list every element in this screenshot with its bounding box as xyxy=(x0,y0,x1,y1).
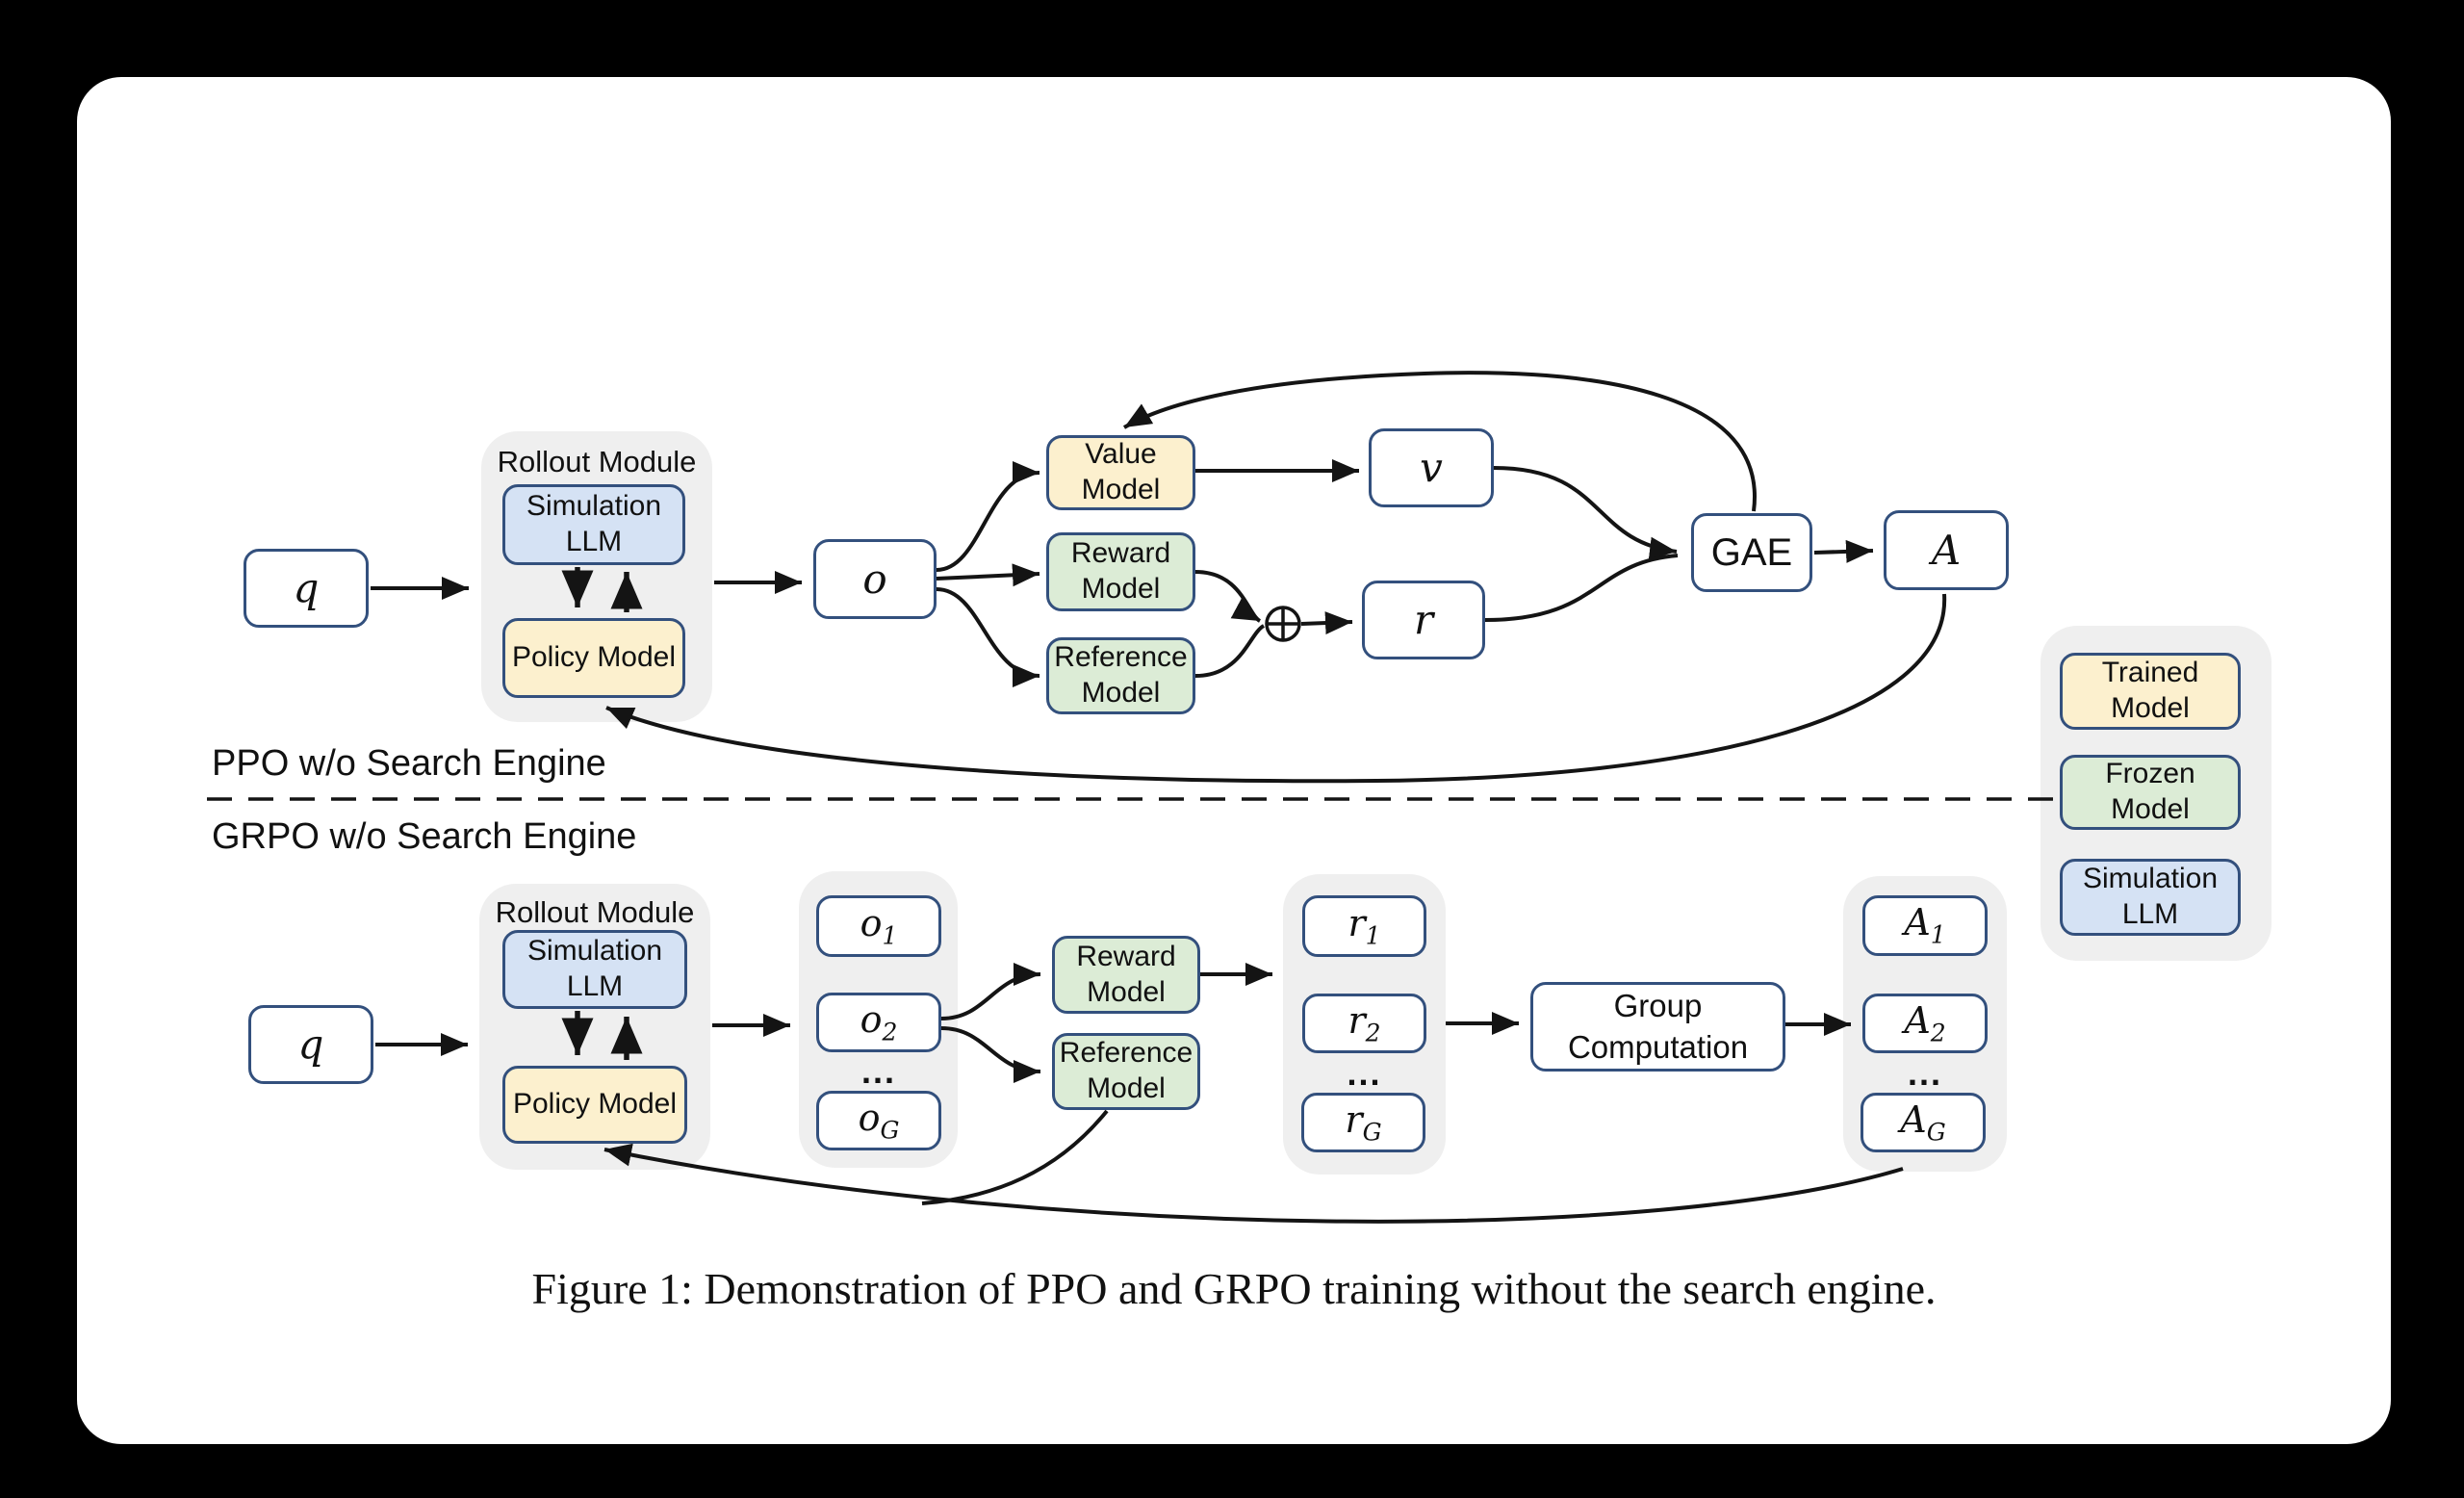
grpo-advantage-1-box: A1 xyxy=(1862,895,1988,956)
ppo-gae-label: GAE xyxy=(1710,530,1793,574)
ppo-advantage-label: A xyxy=(1931,526,1962,574)
grpo-advantage-g-label: AG xyxy=(1900,1098,1946,1147)
grpo-policy-model-box: Policy Model xyxy=(502,1066,687,1144)
grpo-rollout-module-title: Rollout Module xyxy=(495,895,695,929)
figure-caption: Figure 1: Demonstration of PPO and GRPO … xyxy=(531,1264,1937,1313)
legend-frozen-model-box: Frozen Model xyxy=(2060,755,2241,830)
grpo-reference-model-label: Reference Model xyxy=(1059,1037,1194,1104)
ppo-advantage-box: A xyxy=(1884,510,2009,590)
grpo-advantages-ellipsis: ... xyxy=(1907,1053,1942,1093)
ppo-policy-model-label: Policy Model xyxy=(511,641,677,674)
ppo-query-box: q xyxy=(244,549,369,628)
grpo-reference-model-box: Reference Model xyxy=(1052,1033,1200,1110)
grpo-reward-1-label: r1 xyxy=(1348,901,1381,950)
legend-frozen-model-label: Frozen Model xyxy=(2105,758,2195,825)
grpo-reward-model-label: Reward Model xyxy=(1076,940,1176,1008)
legend-trained-model-label: Trained Model xyxy=(2101,657,2199,724)
grpo-advantage-g-box: AG xyxy=(1861,1093,1986,1152)
grpo-simulation-llm-label: Simulation LLM xyxy=(526,935,663,1002)
ppo-policy-model-box: Policy Model xyxy=(502,618,685,698)
ppo-v-label: v xyxy=(1420,444,1443,492)
ppo-output-box: o xyxy=(813,539,937,619)
grpo-group-computation-label: Group Computation xyxy=(1567,987,1749,1065)
grpo-output-1-box: o1 xyxy=(816,895,941,957)
legend-trained-model-box: Trained Model xyxy=(2060,653,2241,730)
legend-simulation-llm-box: Simulation LLM xyxy=(2060,859,2241,936)
grpo-rewards-ellipsis: ... xyxy=(1347,1053,1382,1093)
ppo-r-box: r xyxy=(1362,581,1485,659)
ppo-output-label: o xyxy=(862,555,887,603)
ppo-reference-model-box: Reference Model xyxy=(1046,637,1195,714)
ppo-value-model-box: Value Model xyxy=(1046,435,1195,510)
ppo-value-model-label: Value Model xyxy=(1081,438,1161,505)
grpo-reward-g-box: rG xyxy=(1301,1093,1425,1152)
legend-simulation-llm-label: Simulation LLM xyxy=(2082,863,2219,930)
ppo-r-label: r xyxy=(1413,596,1434,644)
ppo-reference-model-label: Reference Model xyxy=(1054,641,1188,709)
ppo-gae-box: GAE xyxy=(1691,513,1812,592)
grpo-reward-model-box: Reward Model xyxy=(1052,936,1200,1014)
grpo-outputs-ellipsis: ... xyxy=(860,1051,896,1091)
grpo-output-g-box: oG xyxy=(816,1091,941,1150)
grpo-output-g-label: oG xyxy=(858,1096,900,1145)
ppo-query-label: q xyxy=(293,564,320,612)
grpo-reward-g-label: rG xyxy=(1345,1098,1382,1147)
grpo-advantage-2-box: A2 xyxy=(1862,994,1988,1053)
grpo-advantage-1-label: A1 xyxy=(1904,901,1946,950)
grpo-query-label: q xyxy=(297,1020,324,1069)
grpo-advantage-2-label: A2 xyxy=(1904,998,1946,1047)
grpo-reward-1-box: r1 xyxy=(1302,895,1426,957)
ppo-reward-model-box: Reward Model xyxy=(1046,532,1195,611)
grpo-group-computation-box: Group Computation xyxy=(1530,982,1785,1072)
grpo-output-2-label: o2 xyxy=(860,997,898,1046)
grpo-reward-2-box: r2 xyxy=(1302,994,1426,1053)
ppo-rollout-module-title: Rollout Module xyxy=(497,445,697,478)
paper-card: Rollout Module q Simulation LLM Policy M… xyxy=(77,77,2391,1444)
grpo-reward-2-label: r2 xyxy=(1348,998,1381,1047)
ppo-simulation-llm-box: Simulation LLM xyxy=(502,484,685,565)
grpo-output-2-box: o2 xyxy=(816,993,941,1052)
grpo-output-1-label: o1 xyxy=(860,901,898,950)
ppo-section-label: PPO w/o Search Engine xyxy=(212,742,606,784)
grpo-section-label: GRPO w/o Search Engine xyxy=(212,815,637,857)
grpo-query-box: q xyxy=(248,1005,373,1084)
grpo-policy-model-label: Policy Model xyxy=(512,1088,678,1121)
grpo-simulation-llm-box: Simulation LLM xyxy=(502,930,687,1009)
ppo-reward-model-label: Reward Model xyxy=(1070,537,1171,605)
ppo-v-box: v xyxy=(1369,428,1494,507)
ppo-simulation-llm-label: Simulation LLM xyxy=(526,490,662,557)
